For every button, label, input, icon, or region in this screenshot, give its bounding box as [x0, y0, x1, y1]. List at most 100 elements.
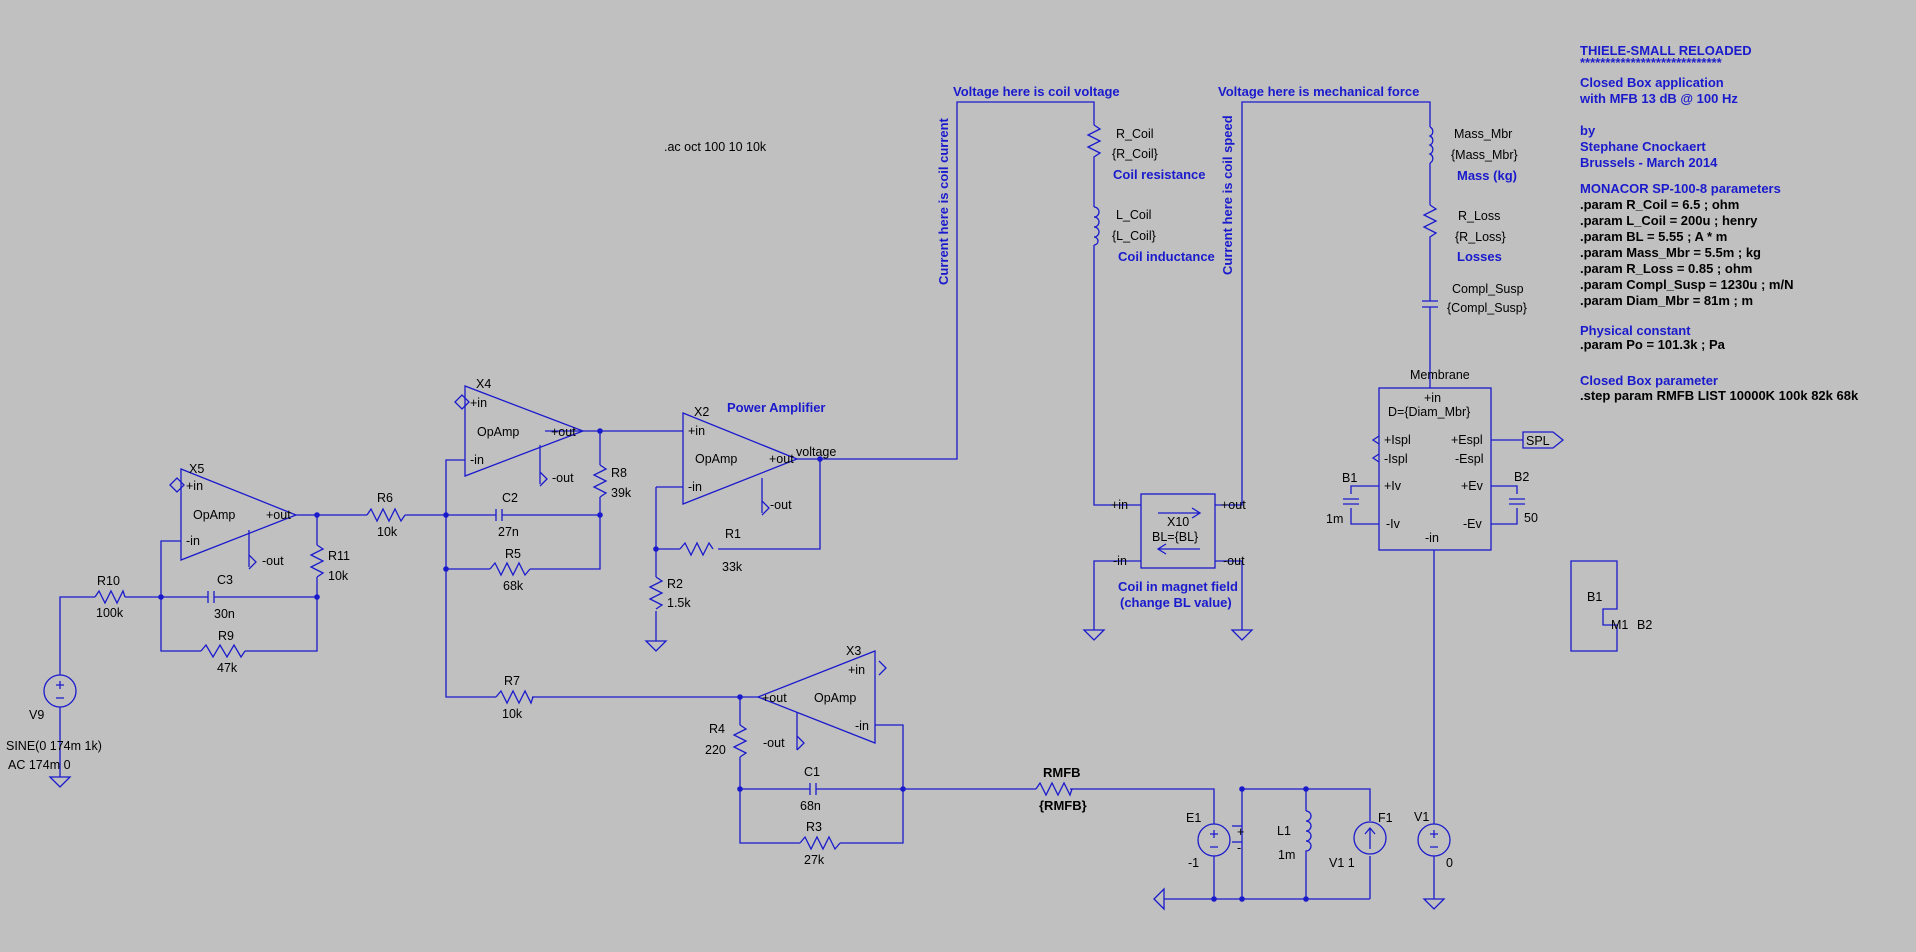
label-coil-speed: Current here is coil speed — [1220, 115, 1235, 275]
svg-text:R4: R4 — [709, 722, 725, 736]
svg-text:1m: 1m — [1278, 848, 1295, 862]
svg-text:SPL: SPL — [1526, 434, 1550, 448]
capacitor-b2[interactable]: B2 50 — [1509, 470, 1538, 525]
svg-text:10k: 10k — [377, 525, 398, 539]
svg-text:C3: C3 — [217, 573, 233, 587]
svg-text:-Iv: -Iv — [1386, 517, 1401, 531]
spl-port[interactable]: SPL — [1522, 431, 1565, 449]
resistor-r2[interactable]: R2 1.5k — [648, 576, 691, 610]
svg-text:E1: E1 — [1186, 811, 1201, 825]
svg-text:+Ispl: +Ispl — [1384, 433, 1411, 447]
x2-out: +out — [769, 452, 794, 466]
resistor-r-loss[interactable]: R_Loss {R_Loss} — [1422, 204, 1506, 244]
svg-text:B2: B2 — [1514, 470, 1529, 484]
svg-text:-out: -out — [1223, 554, 1245, 568]
svg-text:+out: +out — [1221, 498, 1246, 512]
svg-text:R11: R11 — [328, 549, 350, 563]
svg-text:{RMFB}: {RMFB} — [1039, 798, 1087, 813]
x4-name: X4 — [476, 377, 491, 391]
opamp-x2[interactable]: X2 +in OpAmp +out -in -out — [682, 405, 799, 516]
svg-text:M1: M1 — [1611, 618, 1628, 632]
coupler-x10[interactable]: X10 BL={BL} +in -in +out -out — [1111, 493, 1246, 569]
svg-text:+: + — [1237, 825, 1244, 839]
resistor-r11[interactable]: R11 10k — [309, 544, 350, 583]
notes-closed-header: Closed Box parameter — [1580, 373, 1718, 388]
svg-text:-Espl: -Espl — [1455, 452, 1483, 466]
resistor-r4[interactable]: R4 220 — [705, 722, 748, 758]
svg-text:10k: 10k — [328, 569, 349, 583]
notes-phys: .param Po = 101.3k ; Pa — [1580, 337, 1726, 352]
resistor-r7[interactable]: R7 10k — [495, 674, 534, 721]
capacitor-c3[interactable]: C3 30n — [207, 573, 235, 621]
resistor-r-coil[interactable]: R_Coil {R_Coil} — [1086, 124, 1158, 161]
resistor-r5[interactable]: R5 68k — [489, 547, 531, 593]
notes-param: .param Mass_Mbr = 5.5m ; kg — [1580, 245, 1761, 260]
svg-text:1m: 1m — [1326, 512, 1343, 526]
svg-text:10k: 10k — [502, 707, 523, 721]
current-source-f1[interactable]: F1 V1 1 — [1329, 811, 1393, 870]
svg-text:{L_Coil}: {L_Coil} — [1112, 229, 1156, 243]
svg-text:47k: 47k — [217, 661, 238, 675]
x3-out: +out — [762, 691, 787, 705]
svg-text:-Ispl: -Ispl — [1384, 452, 1408, 466]
svg-text:100k: 100k — [96, 606, 124, 620]
opamp-x5[interactable]: X5 +in OpAmp +out -in -out — [169, 462, 298, 570]
ground-symbols — [48, 629, 1446, 911]
x3-in-n: -in — [855, 719, 869, 733]
voltage-source-e1[interactable]: E1 -1 + - — [1186, 811, 1244, 870]
notes-params-header: MONACOR SP-100-8 parameters — [1580, 181, 1781, 196]
svg-text:R10: R10 — [97, 574, 120, 588]
notes-param: .param L_Coil = 200u ; henry — [1580, 213, 1758, 228]
x4-out: +out — [551, 425, 576, 439]
resistor-r10[interactable]: R10 100k — [94, 574, 126, 620]
svg-text:C2: C2 — [502, 491, 518, 505]
resistor-r3[interactable]: R3 27k — [799, 820, 841, 867]
svg-text:33k: 33k — [722, 560, 743, 574]
inductor-l-coil[interactable]: L_Coil {L_Coil} — [1093, 206, 1156, 246]
capacitor-c2[interactable]: C2 27n — [495, 491, 519, 539]
opamp-x4[interactable]: X4 +in OpAmp +out -in -out — [454, 377, 585, 487]
label-magnet-2: (change BL value) — [1120, 595, 1232, 610]
inductor-l1[interactable]: L1 1m — [1277, 810, 1312, 870]
membrane-block[interactable]: +in D={Diam_Mbr} +Ispl -Ispl +Espl -Espl… — [1371, 368, 1492, 551]
resistor-r6[interactable]: R6 10k — [366, 491, 406, 539]
svg-text:L_Coil: L_Coil — [1116, 208, 1151, 222]
svg-text:R7: R7 — [504, 674, 520, 688]
x2-in-p: +in — [688, 424, 705, 438]
svg-text:0: 0 — [1446, 856, 1453, 870]
svg-text:F1: F1 — [1378, 811, 1393, 825]
svg-text:R2: R2 — [667, 577, 683, 591]
resistor-rmfb[interactable]: RMFB {RMFB} — [1035, 765, 1087, 813]
svg-text:AC 174m 0: AC 174m 0 — [8, 758, 71, 772]
meter-block[interactable]: B1 M1 B2 — [1570, 560, 1652, 652]
x3-name: X3 — [846, 644, 861, 658]
capacitor-c1[interactable]: C1 68n — [795, 765, 830, 813]
svg-text:Mass_Mbr: Mass_Mbr — [1454, 127, 1512, 141]
capacitor-b1[interactable]: B1 1m — [1326, 471, 1359, 526]
label-mech-force: Voltage here is mechanical force — [1218, 84, 1419, 99]
notes-stars: **************************** — [1580, 55, 1723, 70]
voltage-source-v1[interactable]: V1 0 — [1414, 810, 1453, 870]
label-voltage-net: voltage — [796, 445, 836, 459]
x5-name: X5 — [189, 462, 204, 476]
inductor-mass-mbr[interactable]: Mass_Mbr {Mass_Mbr} — [1428, 126, 1518, 164]
voltage-source-v9[interactable]: V9 SINE(0 174m 1k) AC 174m 0 — [6, 674, 102, 777]
svg-text:D={Diam_Mbr}: D={Diam_Mbr} — [1388, 405, 1470, 419]
svg-text:B1: B1 — [1587, 590, 1602, 604]
resistor-r9[interactable]: R9 47k — [200, 629, 246, 675]
x5-in-n: -in — [186, 534, 200, 548]
label-coil-voltage: Voltage here is coil voltage — [953, 84, 1120, 99]
resistor-r1[interactable]: R1 33k — [679, 527, 743, 574]
notes-param: .param Compl_Susp = 1230u ; m/N — [1580, 277, 1793, 292]
resistor-r8[interactable]: R8 39k — [592, 464, 632, 500]
x3-in-p: +in — [848, 663, 865, 677]
capacitor-compl-susp[interactable]: Compl_Susp {Compl_Susp} — [1422, 282, 1527, 315]
x5-in-p: +in — [186, 479, 203, 493]
opamp-x3[interactable]: X3 +in OpAmp +out -in -out — [756, 644, 887, 751]
svg-text:R3: R3 — [806, 820, 822, 834]
notes-line: Brussels - March 2014 — [1580, 155, 1718, 170]
svg-text:1.5k: 1.5k — [667, 596, 691, 610]
svg-text:Compl_Susp: Compl_Susp — [1452, 282, 1524, 296]
x5-out-n: -out — [262, 554, 284, 568]
